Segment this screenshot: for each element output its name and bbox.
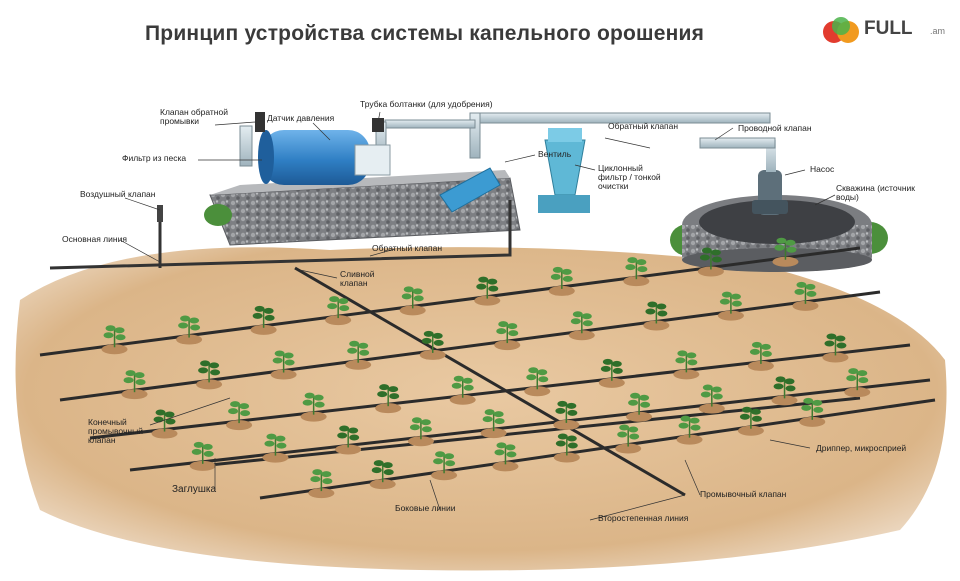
label-end-flush-valve: Конечный промывочный клапан [88,418,156,445]
label-main-line: Основная линия [62,235,127,244]
label-return-valve: Обратный клапан [608,122,678,131]
label-check-valve: Клапан обратной промывки [160,108,232,126]
label-flush-valve: Промывочный клапан [700,490,786,499]
bush-left [204,204,232,226]
hydrocyclone [538,128,590,213]
label-subline: Второстепенная линия [598,514,688,523]
label-air-valve: Воздушный клапан [80,190,155,199]
label-hydrocyclone: Циклонный фильтр / тонкой очистки [598,164,670,191]
logo-domain: .am [930,26,945,36]
pump [752,140,788,215]
logo-text: FULL [864,18,913,40]
page-title: Принцип устройства системы капельного ор… [145,22,704,46]
label-pressure-sensor: Датчик давления [267,114,334,123]
label-pump: Насос [810,165,834,174]
label-dripper: Дриппер, микросприей [816,444,906,453]
label-return-valve-2: Обратный клапан [372,244,442,253]
label-plug: Заглушка [172,484,216,495]
label-water-source: Скважина (источник воды) [836,184,916,202]
label-drain-valve: Сливной клапан [340,270,388,288]
label-lateral-lines: Боковые линии [395,504,455,513]
label-fertilizer-pipe: Трубка болтанки (для удобрения) [360,100,493,109]
label-injector: Вентиль [538,150,571,159]
label-main-valve: Проводной клапан [738,124,812,133]
label-sand-filter: Фильтр из песка [122,154,186,163]
